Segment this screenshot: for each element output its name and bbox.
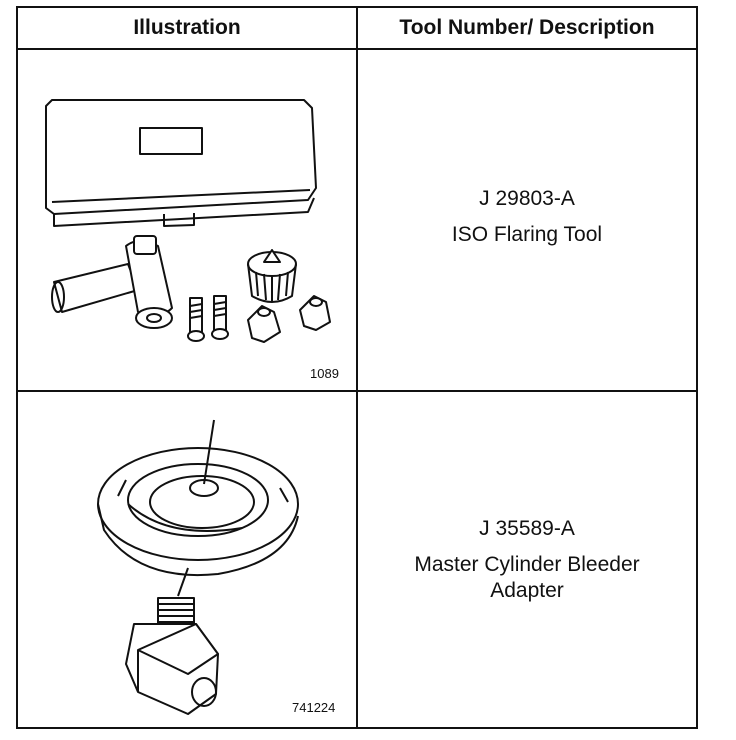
flaring-tool-illustration: 1089	[18, 50, 356, 390]
tool-name-line: Master Cylinder Bleeder	[414, 553, 640, 576]
header-tool-description: Tool Number/ Description	[358, 8, 696, 50]
tool-table: Illustration Tool Number/ Description	[16, 6, 698, 729]
header-illustration: Illustration	[18, 8, 356, 50]
row-divider	[18, 390, 696, 392]
bleeder-adapter-drawing	[97, 419, 299, 715]
tool-name-line: Adapter	[490, 579, 564, 602]
tool-name-line: ISO Flaring Tool	[451, 223, 603, 246]
bleeder-adapter-illustration: 741224	[18, 392, 356, 727]
column-divider	[356, 8, 358, 727]
tool-description-2: J 35589-A Master Cylinder Bleeder Adapte…	[358, 516, 696, 604]
figure-number: 741224	[292, 700, 336, 715]
flaring-tool-kit-drawing	[45, 99, 331, 343]
tool-description-1: J 29803-A ISO Flaring Tool	[358, 186, 696, 248]
figure-number: 1089	[310, 366, 339, 381]
tool-number: J 35589-A	[479, 517, 575, 540]
tool-number: J 29803-A	[479, 187, 575, 210]
